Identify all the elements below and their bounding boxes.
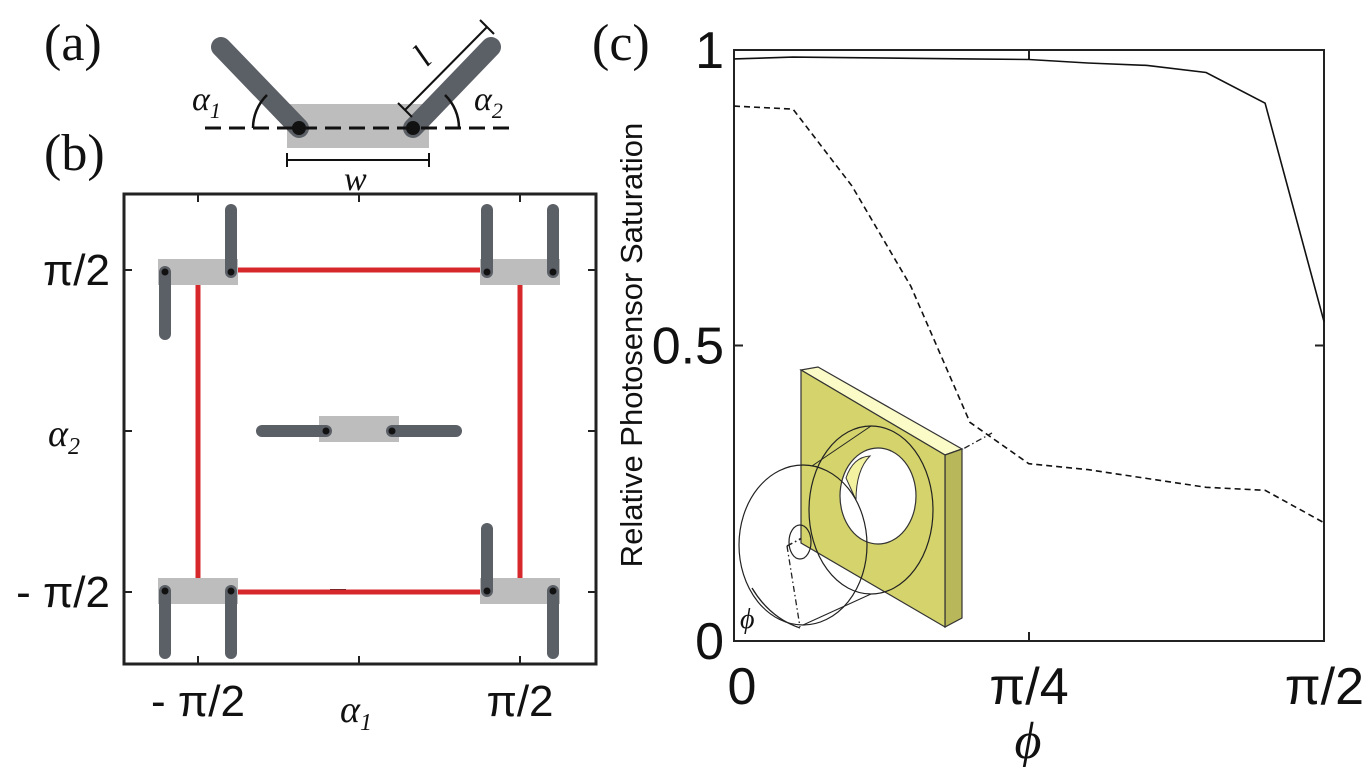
cylinder-edge: [802, 593, 872, 626]
panel-a-label: (a): [44, 15, 102, 72]
y-tick-label: 1: [695, 22, 724, 80]
robot-config-top-left: [158, 204, 238, 340]
panel-b-label: (b): [44, 125, 105, 182]
cone-edge-line: [786, 545, 801, 628]
plate-side-face: [944, 448, 963, 628]
x-axis-label: ϕ: [1015, 713, 1042, 767]
right-joint: [406, 121, 420, 135]
right-link: [403, 37, 501, 138]
y-tick-label: 0: [695, 613, 724, 671]
aperture-bevel: [845, 455, 872, 501]
alpha1-arc: [251, 94, 268, 129]
workspace-boundary: [195, 267, 523, 595]
y-axis-label: α2: [48, 413, 80, 460]
inset-angle-label: ϕ: [740, 604, 755, 635]
robot-config-top-right: [480, 204, 560, 285]
length-label: l: [406, 41, 439, 74]
x-tick-label: π/4: [989, 658, 1068, 716]
alpha2-arc: [444, 94, 461, 129]
robot-config-bottom-left: [158, 578, 238, 659]
robot-config-center: [256, 416, 462, 442]
sensor-ring: [788, 524, 812, 560]
series-line-solid: [733, 56, 1325, 323]
x-tick-label-left: - π/2: [151, 677, 245, 726]
y-tick-label-bottom: - π/2: [16, 568, 110, 617]
panel-a: (a) α1 α2 l w: [44, 15, 510, 198]
length-tick: [479, 19, 495, 35]
left-joint: [292, 121, 306, 135]
cylinder-edge: [811, 425, 872, 467]
panel-c-label: (c): [592, 15, 650, 72]
left-link: [211, 37, 309, 138]
length-dimension-line: [404, 26, 488, 111]
x-tick-label: 0: [728, 658, 757, 716]
series-line-dashed: [733, 105, 1325, 524]
length-tick: [397, 102, 413, 118]
data-series: [733, 56, 1325, 524]
axis-ticks: 0 0.5 1 0 π/4 π/2: [652, 22, 1364, 716]
x-tick-label: π/2: [1285, 658, 1364, 716]
y-tick-label-top: π/2: [43, 246, 110, 295]
sensor-aperture-inset: ϕ: [738, 366, 993, 635]
panel-b: (b): [16, 125, 598, 736]
x-axis-label: α1: [340, 689, 372, 736]
x-tick-label-right: π/2: [486, 677, 553, 726]
panel-c: (c) Relative Photosensor Saturation ϕ 00…: [592, 15, 1364, 767]
width-label: w: [344, 161, 367, 198]
phi-angle-arc: [751, 587, 801, 629]
aperture-hole: [839, 447, 917, 545]
robot-config-bottom-right: [480, 523, 560, 659]
alpha2-label: α2: [474, 81, 503, 123]
y-tick-label: 0.5: [652, 318, 724, 376]
alpha1-label: α1: [192, 81, 221, 123]
y-axis-label: Relative Photosensor Saturation: [614, 123, 649, 568]
